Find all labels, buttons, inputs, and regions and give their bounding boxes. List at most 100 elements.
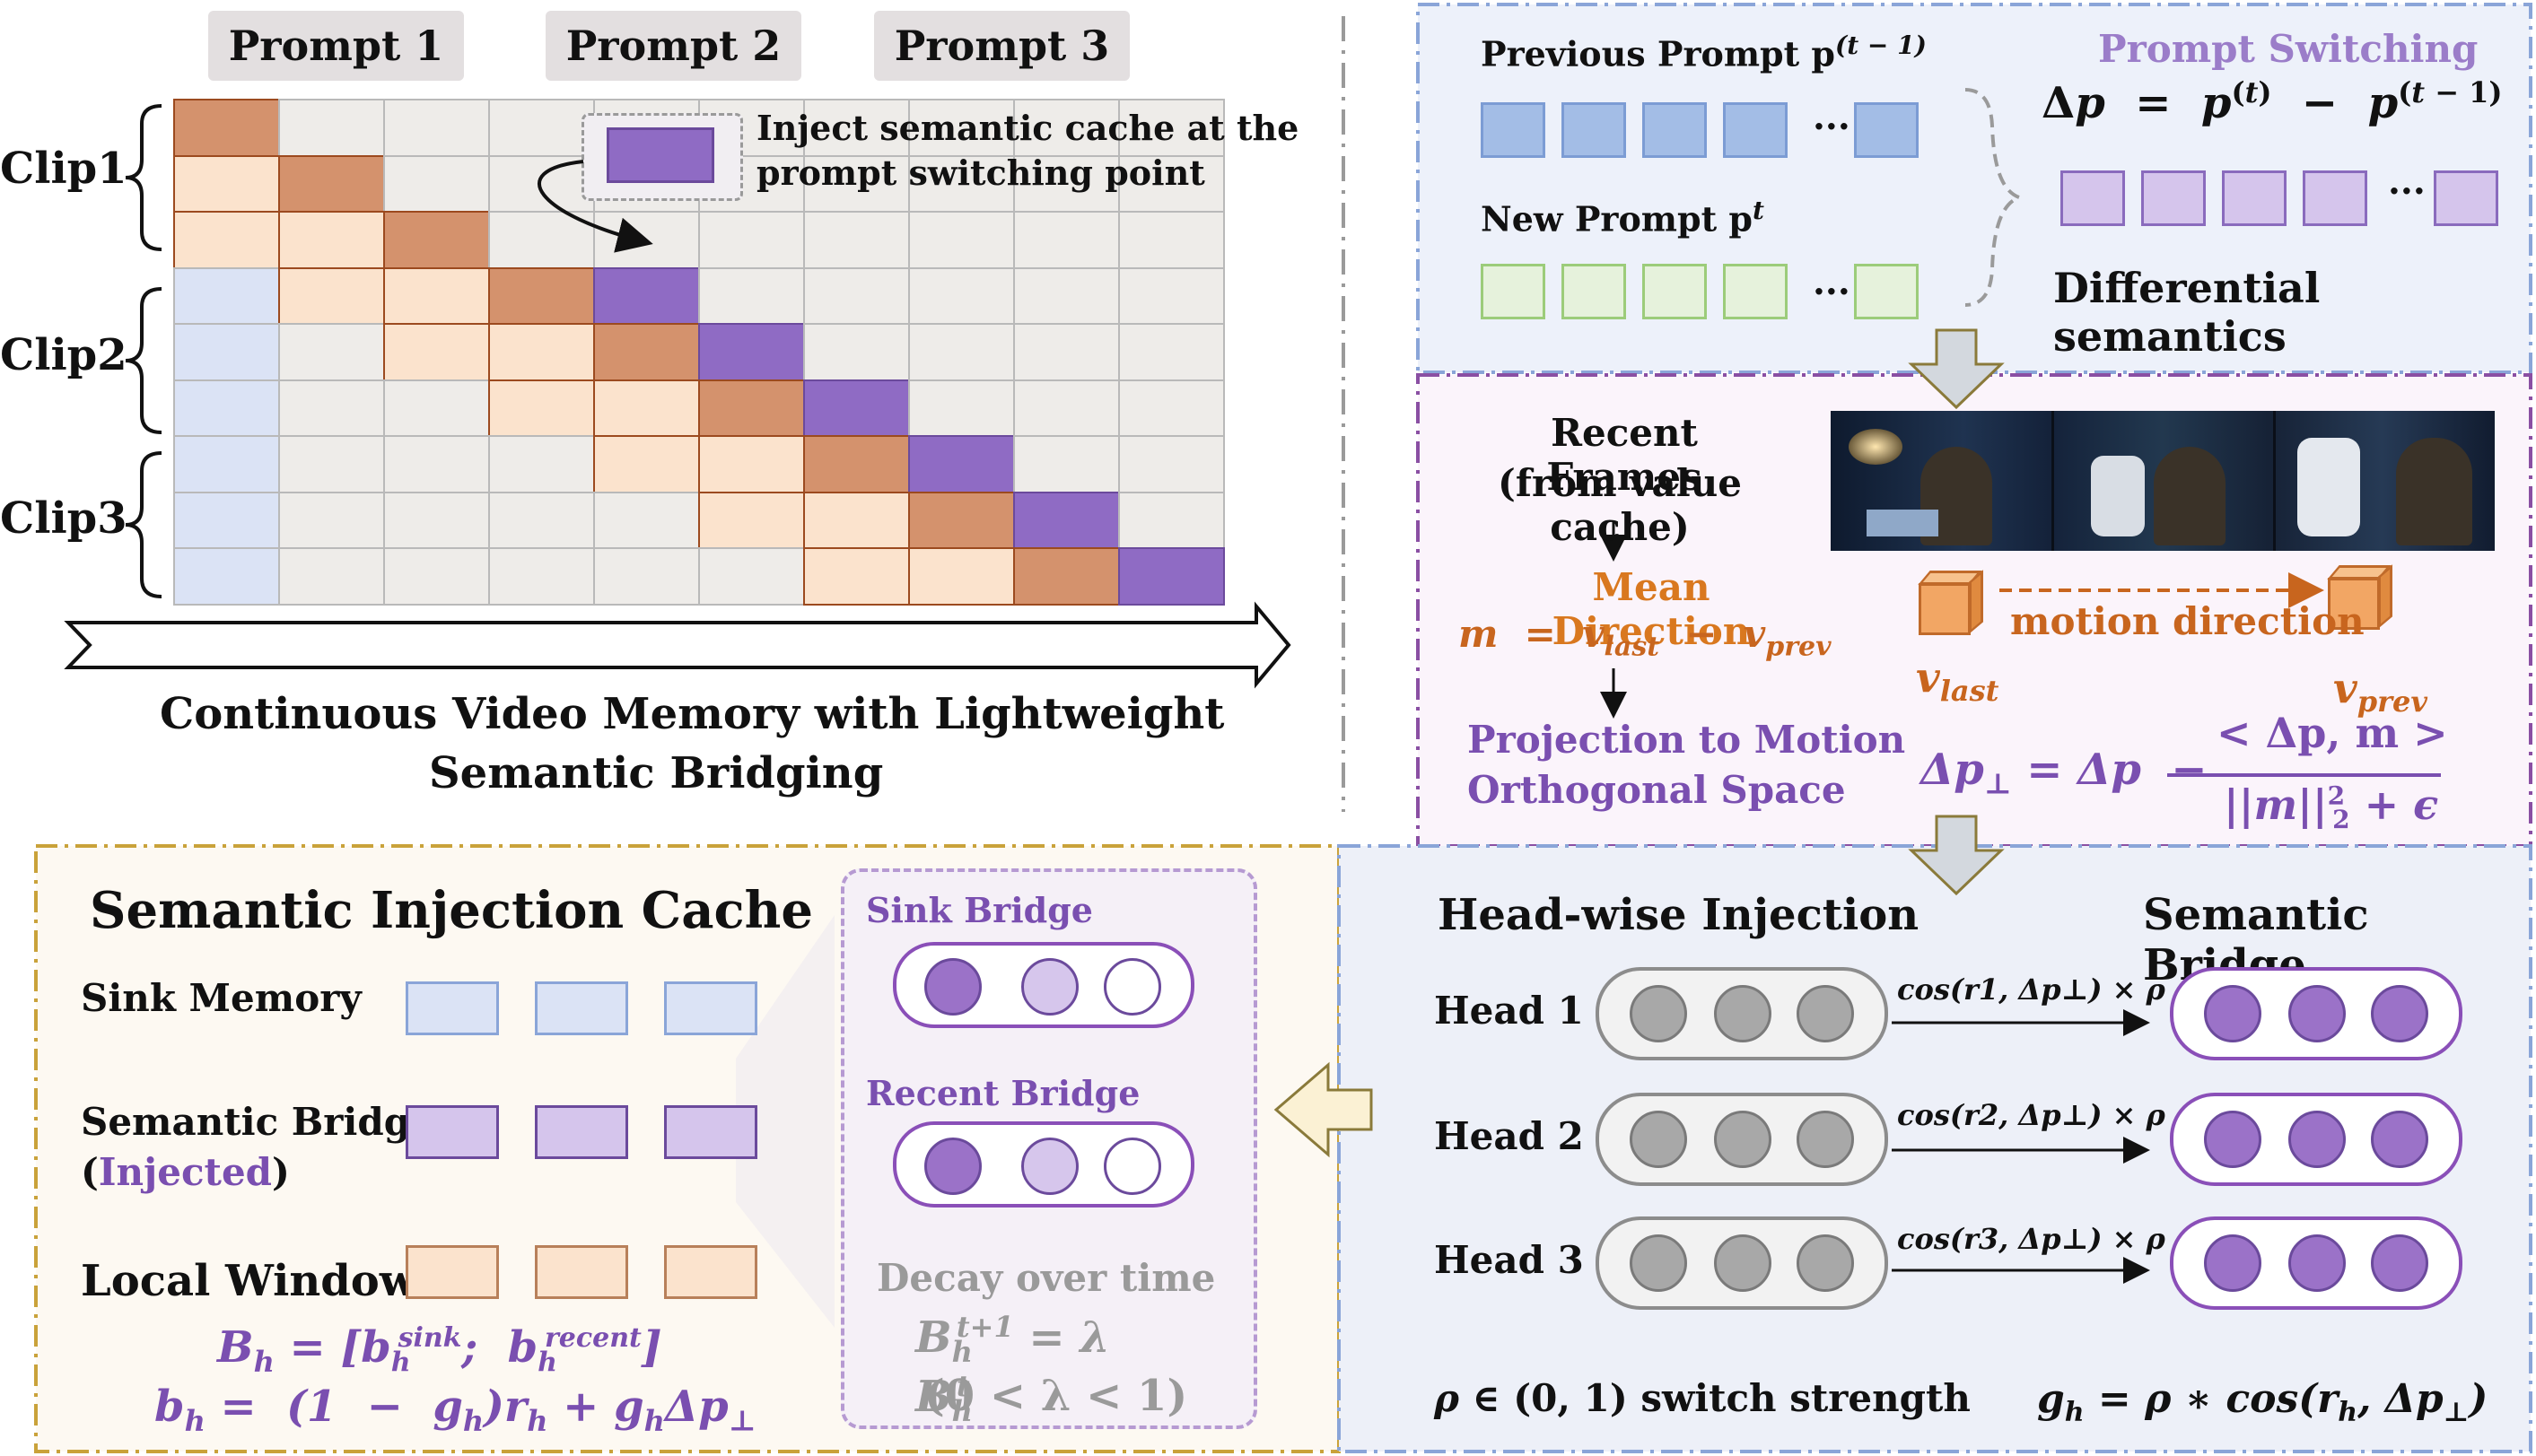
- prompt-3-label: Prompt 3: [874, 11, 1130, 81]
- new-prompt-sup: t: [1752, 196, 1764, 225]
- grid-cell: [278, 211, 385, 269]
- bh2-equation: bh = (1 − gh)rh + ghΔp⊥: [154, 1382, 756, 1438]
- grid-cell: [488, 211, 595, 269]
- bridge-dot: [2288, 1111, 2346, 1168]
- cache-token: [535, 981, 628, 1035]
- decay-equation: Bht+1 = λ Bht: [915, 1310, 1110, 1428]
- cache-token: [535, 1105, 628, 1159]
- prompt-switching-title: Prompt Switching: [2098, 27, 2479, 71]
- projection-line1: Projection to Motion: [1467, 718, 1906, 762]
- token: [2222, 170, 2287, 226]
- bridge-dot: [2288, 1234, 2346, 1292]
- token: [1854, 102, 1919, 158]
- delta-p-equation: Δp = p(t) − p(t − 1): [2042, 75, 2503, 128]
- head-dot: [1630, 1234, 1687, 1292]
- inset-connector: [736, 915, 835, 1328]
- recent-bridge-dot-3: [1104, 1138, 1161, 1195]
- token: [1642, 264, 1707, 319]
- grid-cell: [278, 323, 385, 381]
- perp-eq-numerator: < Δp, m >: [2217, 709, 2448, 757]
- grid-cell: [488, 547, 595, 606]
- down-arrow-1: [1908, 328, 2005, 410]
- semantic-bridge-label: Semantic Bridge: [81, 1100, 434, 1144]
- grid-cell: [1013, 379, 1120, 437]
- token: [1723, 264, 1788, 319]
- sink-memory-label: Sink Memory: [81, 976, 362, 1020]
- token: [1561, 264, 1626, 319]
- grid-cell: [173, 379, 280, 437]
- lambda-range: (0 < λ < 1): [924, 1371, 1188, 1421]
- bridge-dot: [2371, 1234, 2428, 1292]
- grid-cell: [1118, 547, 1225, 606]
- m-equation: m = vlast − vprev: [1458, 612, 1832, 663]
- token: [1642, 102, 1707, 158]
- grid-cell: [803, 323, 910, 381]
- grid-cell: [488, 154, 595, 213]
- cache-token: [406, 981, 499, 1035]
- recent-bridge-dot-2: [1021, 1138, 1079, 1195]
- motion-direction-label: motion direction: [2010, 599, 2365, 643]
- frame-1-lamp: [1849, 429, 1902, 465]
- grid-cell: [383, 323, 490, 381]
- injected-open-paren: (: [81, 1150, 99, 1194]
- grid-cell: [1118, 266, 1225, 325]
- grid-cell: [1118, 491, 1225, 549]
- differential-semantics-label: Differential semantics: [2053, 264, 2321, 361]
- frame-divider-2: [2273, 411, 2276, 551]
- rho-note: ρ ∈ (0, 1) switch strength: [1434, 1376, 1971, 1420]
- frame-2-person: [2154, 447, 2226, 545]
- bridge-dot: [2371, 1111, 2428, 1168]
- recent-frames-line2: (from value cache): [1498, 461, 1742, 549]
- head-arrow-label: cos(r1, Δp⊥) × ρ: [1897, 972, 2165, 1007]
- head-dot: [1714, 1111, 1771, 1168]
- v-last-label: vlast: [1916, 653, 1999, 709]
- bridge-dot: [2371, 985, 2428, 1042]
- inject-note-line1: Inject semantic cache at the: [756, 108, 1299, 148]
- bridge-dot: [2204, 1111, 2261, 1168]
- sink-bridge-dot-3: [1104, 958, 1161, 1016]
- grid-cell: [278, 491, 385, 549]
- inject-arrow: [538, 160, 653, 253]
- grid-cell: [173, 211, 280, 269]
- grid-cell: [1118, 99, 1225, 157]
- token: [2303, 170, 2367, 226]
- grid-cell: [1118, 379, 1225, 437]
- grid-cell: [1013, 323, 1120, 381]
- prev-ellipsis: ···: [1813, 106, 1850, 148]
- injected-close-paren: ): [272, 1150, 290, 1194]
- frame-3-person: [2396, 438, 2472, 545]
- previous-prompt-sup: (t − 1): [1834, 31, 1927, 60]
- clip-3-label: Clip3: [0, 493, 127, 544]
- injected-label: (Injected): [81, 1150, 290, 1194]
- perp-eq-denominator: ||m||22 + ϵ: [2224, 780, 2439, 835]
- cache-token: [664, 1245, 757, 1299]
- grid-cell: [278, 547, 385, 606]
- sink-bridge-dot-2: [1021, 958, 1079, 1016]
- grid-cell: [173, 323, 280, 381]
- grid-cell: [803, 547, 910, 606]
- diff-ellipsis: ···: [2388, 170, 2426, 213]
- v-prev-label: vprev: [2333, 664, 2427, 719]
- recent-frames-line1: Recent Frames: [1546, 411, 1702, 499]
- grid-cell: [488, 266, 595, 325]
- frame-2-robot: [2091, 456, 2145, 536]
- inject-cache-token: [607, 127, 714, 183]
- grid-cell: [488, 491, 595, 549]
- token: [2060, 170, 2125, 226]
- head-dot: [1797, 1111, 1854, 1168]
- grid-cell: [383, 99, 490, 157]
- head-dot: [1797, 1234, 1854, 1292]
- sink-bridge-dot-1: [924, 958, 982, 1016]
- cache-token: [406, 1245, 499, 1299]
- bridge-dot: [2204, 1234, 2261, 1292]
- v-prev-cube: [2327, 564, 2392, 630]
- new-prompt-label: New Prompt pt: [1481, 196, 1764, 240]
- head-label: Head 1: [1434, 989, 1584, 1033]
- grid-cell: [908, 435, 1015, 493]
- grid-cell: [173, 491, 280, 549]
- perp-eq-left: Δp⊥ = Δp −: [1920, 745, 2208, 801]
- clip-3-brace: [125, 451, 162, 598]
- bridge-dot: [2288, 985, 2346, 1042]
- left-arrow: [1273, 1061, 1373, 1158]
- head-arrow-label: cos(r3, Δp⊥) × ρ: [1897, 1222, 2165, 1256]
